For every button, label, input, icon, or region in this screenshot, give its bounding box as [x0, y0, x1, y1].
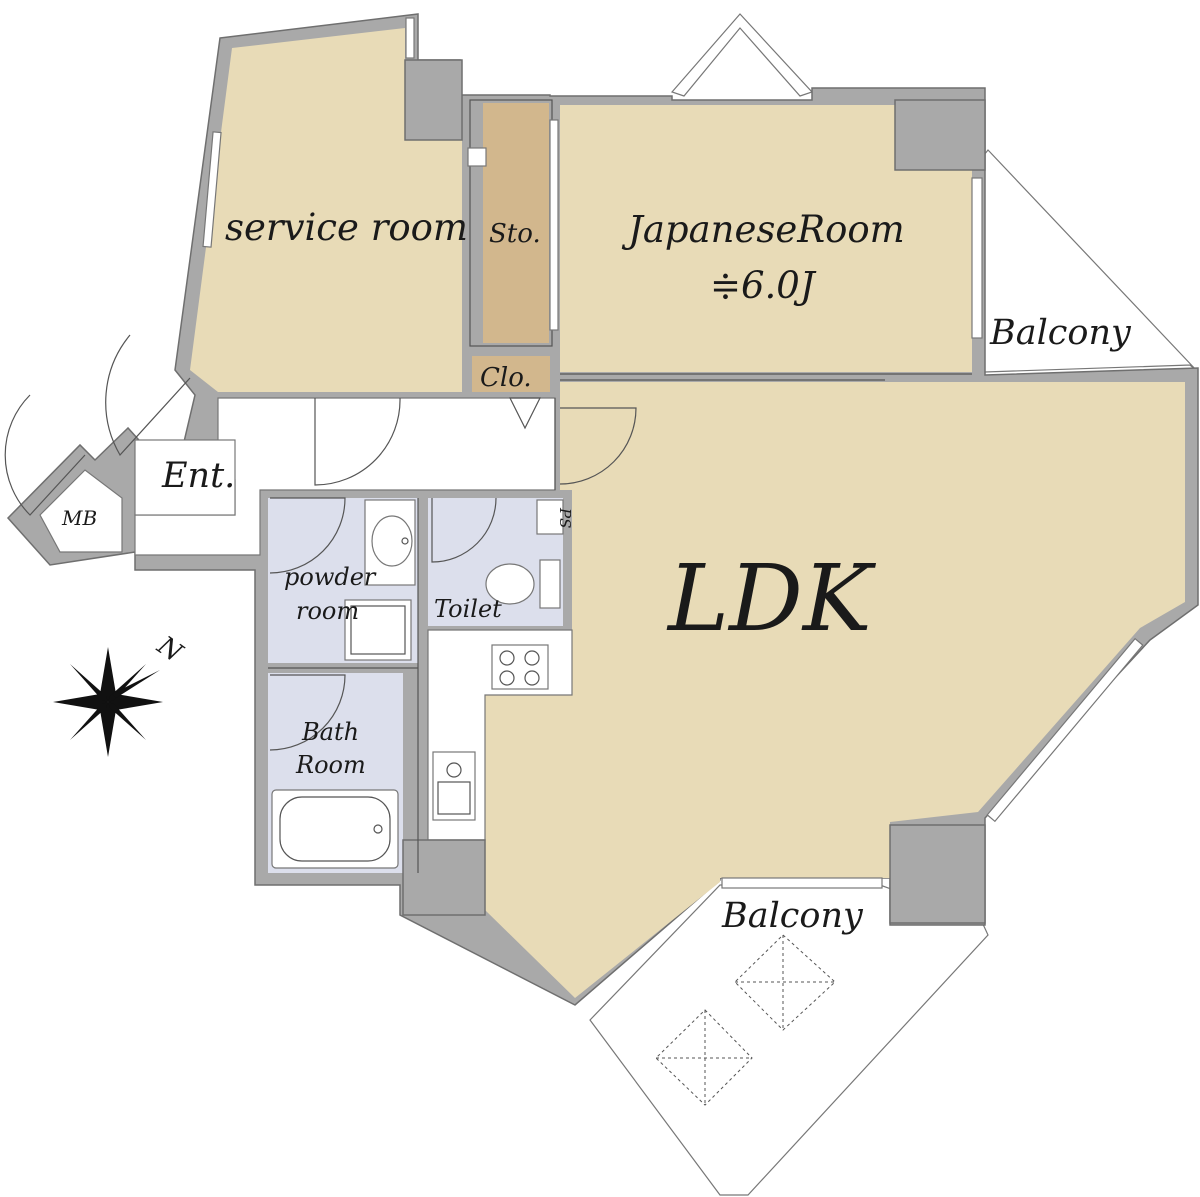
service-room-floor [190, 28, 462, 392]
window-service-left [202, 131, 222, 248]
toilet-tank [539, 559, 561, 609]
japanese-room-size-label: ≑6.0J [710, 264, 817, 307]
japanese-room-label: JapaneseRoom [621, 208, 905, 251]
stove-burner-4 [524, 670, 540, 686]
bay-window [670, 13, 814, 97]
column-bottom-right [889, 824, 986, 924]
closet-triangle [509, 397, 541, 430]
powder-room-label-2: room [296, 597, 359, 625]
door-bath[interactable] [269, 674, 346, 751]
storage-floor [483, 103, 549, 343]
pipe-space-label: PS [556, 507, 574, 528]
toilet-icon [485, 563, 535, 605]
bathtub [271, 789, 399, 869]
meter-box-floor [39, 469, 123, 553]
closet-floor [472, 356, 550, 392]
powder-room-label-1: powder [284, 563, 377, 591]
storage-label: Sto. [489, 219, 541, 249]
bathtub-inner [279, 796, 391, 862]
door-hall[interactable] [314, 397, 401, 486]
japanese-room-floor [560, 105, 972, 372]
ldk-label: LDK [666, 545, 877, 652]
service-room-label: service room [225, 206, 468, 249]
closet-label: Clo. [480, 363, 532, 393]
kitchen-sink-drain [446, 762, 462, 778]
stove-burner-3 [499, 670, 515, 686]
bath-room-label-1: Bath [301, 718, 359, 746]
bathtub-drain [373, 824, 383, 834]
bath-room-label-2: Room [295, 751, 366, 779]
toilet-label: Toilet [434, 595, 502, 623]
column-top-right [894, 99, 986, 171]
kitchen-sink-basin [437, 781, 471, 815]
entrance-floor [134, 439, 236, 516]
kitchen-sink [432, 751, 476, 821]
column-bottom-left [402, 839, 486, 916]
stove-burner-1 [499, 650, 515, 666]
ldk-floor [485, 382, 1185, 998]
window-ldk-bottom [721, 877, 883, 889]
washbasin-drain [401, 537, 409, 545]
door-entrance-lower[interactable] [4, 394, 86, 516]
washbasin-icon [371, 515, 413, 567]
washing-machine-pan-inner [350, 605, 406, 655]
door-entrance-upper[interactable] [105, 334, 191, 457]
door-toilet[interactable] [431, 497, 497, 563]
meter-box-label: MB [61, 506, 97, 530]
window-japanese-right [971, 177, 983, 339]
window-ldk-diagonal [986, 637, 1144, 823]
balcony-drain-2 [655, 1009, 753, 1106]
pipe-space-box [536, 499, 564, 535]
door-ldk[interactable] [559, 407, 637, 485]
compass-icon [53, 647, 163, 757]
compass-north-label: N [151, 630, 189, 669]
window-service-top [405, 17, 415, 59]
washing-machine-pan [344, 599, 412, 661]
column-top-left [404, 59, 463, 141]
balcony-drain-1 [734, 934, 836, 1031]
entrance-label: Ent. [161, 456, 235, 496]
storage-small-box [467, 147, 487, 167]
stove-burner-2 [524, 650, 540, 666]
window-storage-side [549, 119, 559, 331]
door-powder[interactable] [269, 497, 346, 574]
balcony-south-label: Balcony [721, 896, 864, 936]
balcony-east-label: Balcony [989, 313, 1132, 353]
stove-icon [491, 644, 549, 690]
